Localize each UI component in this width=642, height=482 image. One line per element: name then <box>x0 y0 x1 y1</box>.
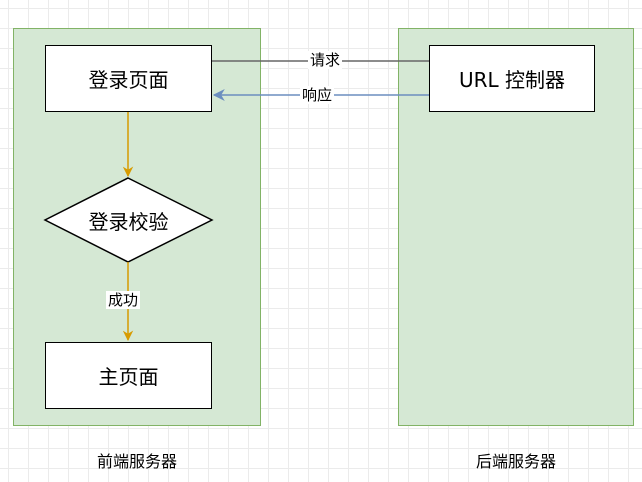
login-page-label: 登录页面 <box>88 68 169 92</box>
main-page-node[interactable]: 主页面 <box>45 342 212 409</box>
backend-server-caption: 后端服务器 <box>475 452 556 471</box>
request-edge-label: 请求 <box>308 51 343 69</box>
login-page-node[interactable]: 登录页面 <box>45 45 212 112</box>
main-page-label: 主页面 <box>98 365 159 389</box>
response-edge-label: 响应 <box>300 86 335 104</box>
login-check-label: 登录校验 <box>88 209 169 234</box>
url-controller-node[interactable]: URL 控制器 <box>429 45 595 112</box>
login-check-node[interactable]: 登录校验 <box>45 178 212 262</box>
success-edge-label: 成功 <box>106 291 141 309</box>
url-controller-label: URL 控制器 <box>458 68 566 92</box>
frontend-server-caption: 前端服务器 <box>96 452 177 471</box>
